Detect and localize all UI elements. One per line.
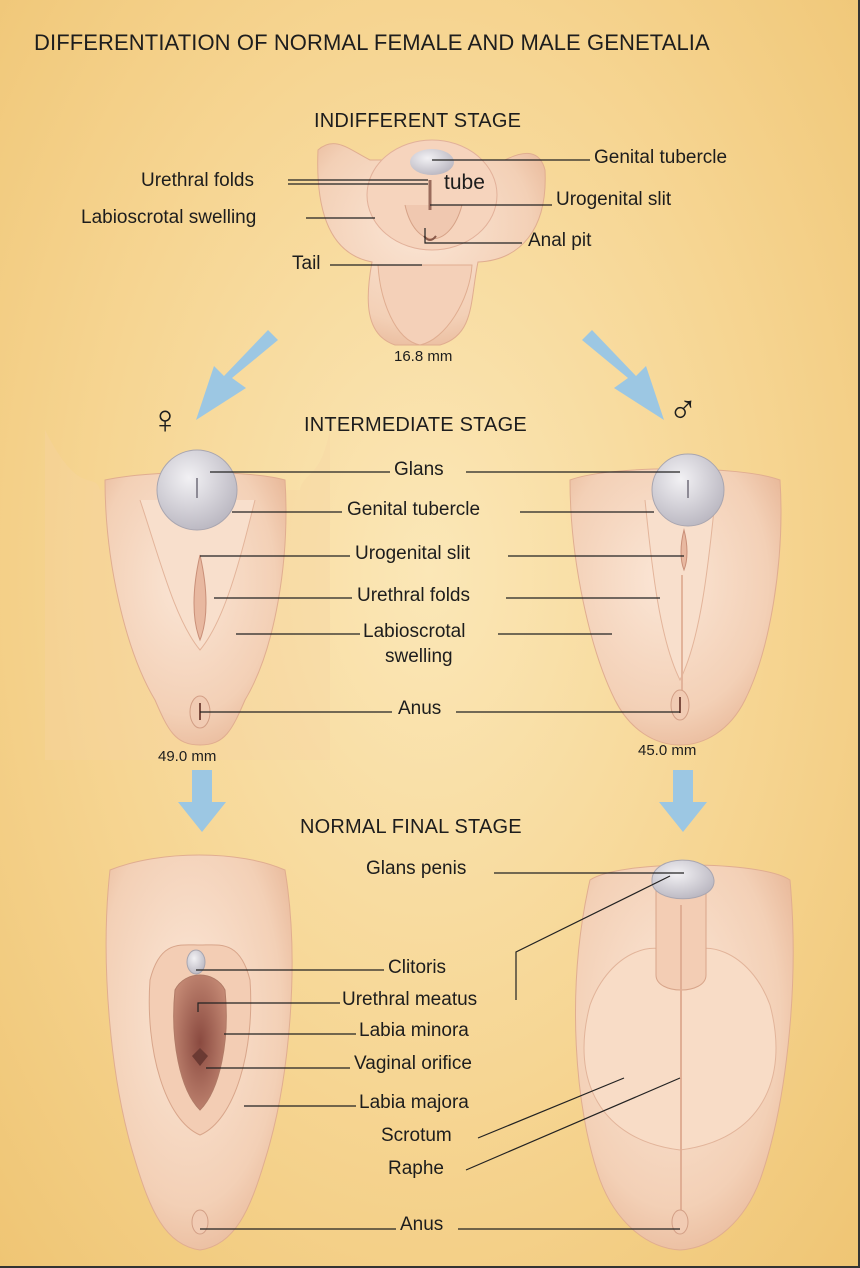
diagram-title: DIFFERENTIATION OF NORMAL FEMALE AND MAL… [34, 32, 710, 54]
label-final-vaginal-orifice: Vaginal orifice [354, 1053, 472, 1075]
label-indifferent-labioscrotal-swelling: Labioscrotal swelling [81, 207, 256, 229]
label-final-anus: Anus [400, 1214, 443, 1236]
intermediate-female-figure [45, 430, 330, 760]
label-final-glans-penis: Glans penis [366, 858, 466, 880]
final-stage-heading: NORMAL FINAL STAGE [300, 816, 522, 838]
label-intermediate-urogenital-slit: Urogenital slit [355, 543, 470, 565]
final-female-figure [106, 855, 292, 1250]
label-final-urethral-meatus: Urethral meatus [342, 989, 477, 1011]
label-intermediate-genital-tubercle: Genital tubercle [347, 499, 480, 521]
label-final-labia-minora: Labia minora [359, 1020, 469, 1042]
intermediate-male-figure [570, 454, 781, 745]
female-intermediate-size: 49.0 mm [158, 746, 216, 768]
label-indifferent-urogenital-slit: Urogenital slit [556, 189, 671, 211]
arrow-to-male-intermediate [582, 330, 664, 420]
male-symbol: ♂ [668, 390, 698, 430]
indifferent-stage-heading: INDIFFERENT STAGE [314, 110, 521, 132]
final-male-figure [576, 860, 794, 1250]
intermediate-stage-heading: INTERMEDIATE STAGE [304, 414, 527, 436]
arrow-to-male-final [659, 770, 707, 832]
label-intermediate-urethral-folds: Urethral folds [357, 585, 470, 607]
label-indifferent-urethral-folds: Urethral folds [141, 170, 254, 192]
label-intermediate-anus: Anus [398, 698, 441, 720]
label-final-clitoris: Clitoris [388, 957, 446, 979]
indifferent-size: 16.8 mm [394, 346, 452, 368]
label-indifferent-tube: tube [444, 172, 485, 194]
label-final-labia-majora: Labia majora [359, 1092, 469, 1114]
label-indifferent-genital-tubercle: Genital tubercle [594, 147, 727, 169]
label-final-raphe: Raphe [388, 1158, 444, 1180]
label-indifferent-tail: Tail [292, 253, 321, 275]
female-symbol: ♀ [150, 400, 180, 440]
arrow-to-female-intermediate [196, 330, 278, 420]
label-final-scrotum: Scrotum [381, 1125, 452, 1147]
label-intermediate-labioscrotal-1: Labioscrotal [363, 621, 465, 643]
label-indifferent-anal-pit: Anal pit [528, 230, 591, 252]
label-intermediate-glans: Glans [394, 459, 444, 481]
label-intermediate-labioscrotal-2: swelling [385, 646, 453, 668]
male-intermediate-size: 45.0 mm [638, 740, 696, 762]
arrow-to-female-final [178, 770, 226, 832]
